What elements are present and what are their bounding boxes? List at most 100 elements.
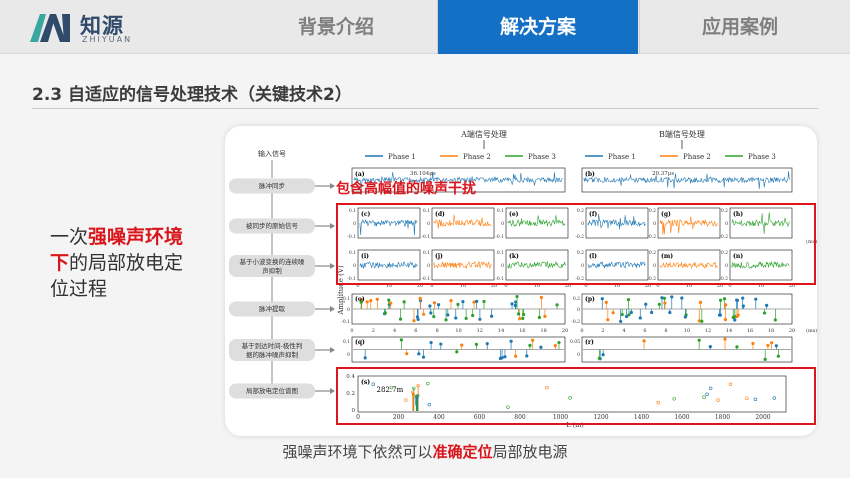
pulse-stems-p-marker-22	[735, 314, 739, 319]
pulse-stems-p-marker-7	[733, 318, 737, 322]
tab-solution[interactable]: 解决方案	[438, 0, 638, 54]
legend-label-a-1: Phase 2	[463, 153, 491, 161]
flow-step-box-3	[229, 301, 315, 317]
loc-scatter-17	[672, 397, 676, 401]
pulse-stems-q-marker-13	[455, 350, 459, 354]
panel-letter-small-11: (l)	[589, 253, 597, 260]
pulse-stems-r-marker-11	[774, 344, 778, 348]
pulse-stems-p-marker-30	[644, 302, 648, 306]
panel-letter-small-12: (m)	[661, 253, 673, 260]
brand-logo[interactable]: 知源 ZHIYUAN	[30, 8, 140, 48]
signal-trace-small-0-1-0	[587, 213, 646, 230]
loc-xtick-1: 200	[393, 414, 405, 421]
loc-scatter-8	[702, 395, 706, 399]
tab-application-cases[interactable]: 应用案例	[701, 16, 778, 38]
flow-connector-head-2	[330, 263, 335, 269]
pulse-stems-o-marker-13	[432, 301, 437, 305]
pulse-stems-p-marker-31	[741, 296, 745, 300]
flow-step-box-5	[229, 383, 315, 399]
pulse-stems-p-marker-38	[663, 301, 667, 305]
xtick-0-0-2: 20	[417, 283, 423, 289]
pulse-stems-o-marker-7	[398, 317, 403, 321]
signal-trace-small-1-0-2	[507, 260, 566, 269]
xtick-o-7: 14	[498, 328, 504, 334]
pulse-stems-o-marker-43	[490, 314, 494, 318]
pulse-stems-q-marker-17	[405, 352, 409, 356]
tab-background[interactable]: 背景介绍	[297, 16, 374, 38]
pulse-stems-r-marker-9	[776, 354, 780, 358]
plot-panel-small-1-1-2	[729, 249, 793, 281]
plot-panel-small-0-0-0	[357, 207, 421, 239]
xtick-0-1-1: 10	[460, 283, 466, 289]
xunit-label-o: (ms)	[806, 327, 817, 334]
ytick-1-0-1-2: -0.1	[421, 276, 430, 282]
pulse-stems-p-marker-23	[717, 313, 722, 317]
loc-peak-marker-8	[414, 394, 418, 398]
xtick-p-5: 10	[684, 328, 690, 334]
xtick-1-1-2: 20	[717, 283, 723, 289]
pulse-stems-o-marker-45	[418, 296, 422, 300]
loc-xtick-8: 1600	[674, 414, 689, 421]
loc-xtick-0: 0	[356, 414, 360, 421]
pulse-stems-o-marker-25	[478, 317, 482, 321]
section-title: 2.3 自适应的信号处理技术（关键技术2）	[32, 85, 352, 105]
pulse-stems-p-marker-16	[650, 310, 654, 315]
xtick-o-6: 12	[477, 328, 483, 334]
pulse-stems-p-marker-35	[626, 298, 631, 302]
ytick-1-0-2-0: 0.1	[497, 250, 504, 256]
loc-xtick-6: 1200	[593, 414, 608, 421]
pulse-stems-q-marker-5	[525, 354, 529, 358]
pulse-stems-p-marker-32	[627, 313, 631, 317]
xtick-1-0-0: 0	[584, 283, 587, 289]
pulse-stems-q-marker-21	[429, 340, 433, 345]
ytick-1-0-1-1: 0	[427, 263, 430, 269]
loc-scatter-4	[716, 398, 720, 402]
pulse-stems-q-marker-6	[417, 352, 421, 356]
pulse-stems-p-marker-9	[754, 297, 758, 301]
figure-label-b-end: B端信号处理	[659, 129, 705, 139]
panel-letter-small-6: (g)	[661, 211, 671, 218]
loc-peak-marker-2	[412, 386, 416, 390]
pulse-stems-r-marker-10	[769, 341, 774, 345]
xtick-p-6: 12	[705, 328, 711, 334]
loc-scatter-16	[404, 398, 408, 402]
tab-divider	[437, 0, 438, 54]
pulse-stems-o-marker-4	[539, 295, 544, 300]
left-caption: 一次强噪声环境下的局部放电定位过程	[50, 224, 200, 302]
loc-ytick-2: 0.4	[346, 374, 355, 380]
pulse-stems-q-marker-8	[421, 355, 426, 359]
xtick-p-8: 16	[747, 328, 753, 334]
loc-scatter-3	[427, 402, 431, 407]
signal-trace-small-1-0-1	[433, 260, 492, 270]
flow-step-label-2-a: 基于小波变换的连续噪	[240, 257, 306, 266]
signal-trace-small-1-0-0	[359, 261, 418, 270]
pulse-stems-p-marker-21	[697, 319, 701, 323]
xunit-label-row: (ms)	[806, 238, 817, 245]
flow-step-label-4-b: 据的脉冲噪声抑制	[246, 350, 299, 359]
legend-label-b-2: Phase 3	[748, 153, 776, 161]
pulse-stems-p-marker-37	[619, 319, 623, 324]
xtick-0-2-0: 0	[504, 283, 507, 289]
pulse-stems-r-marker-1	[697, 338, 701, 342]
pulse-stems-p-marker-3	[604, 300, 608, 304]
pulse-stems-p-marker-40	[680, 296, 684, 300]
bottom-caption-post: 局部放电源	[492, 443, 568, 461]
pulse-stems-q-marker-1	[399, 338, 403, 342]
pulse-stems-r-marker-4	[751, 341, 755, 346]
plot-panel-q	[351, 336, 566, 363]
ytick-1-1-2-2: -0.2	[719, 276, 728, 282]
signal-trace-small-1-1-2	[731, 260, 790, 269]
amplitude-axis-label: Amplitude (V)	[337, 265, 345, 316]
loc-xtick-9: 1800	[715, 414, 730, 421]
pulse-stems-p-marker-6	[638, 316, 642, 320]
pulse-stems-o-marker-46	[522, 312, 526, 317]
pulse-stems-o-marker-2	[412, 319, 416, 323]
signal-trace-small-0-0-2	[507, 215, 566, 227]
ytick-o-2: -0.1	[341, 319, 350, 325]
flow-step-label-2-b: 声抑制	[262, 266, 282, 275]
xtick-o-1: 2	[372, 328, 375, 334]
ytick-p-0: 0.2	[573, 296, 580, 302]
pulse-stems-o-marker-16	[472, 300, 476, 304]
panel-letter-small-4: (e)	[509, 211, 519, 218]
plot-panel-small-1-0-2	[505, 249, 569, 281]
